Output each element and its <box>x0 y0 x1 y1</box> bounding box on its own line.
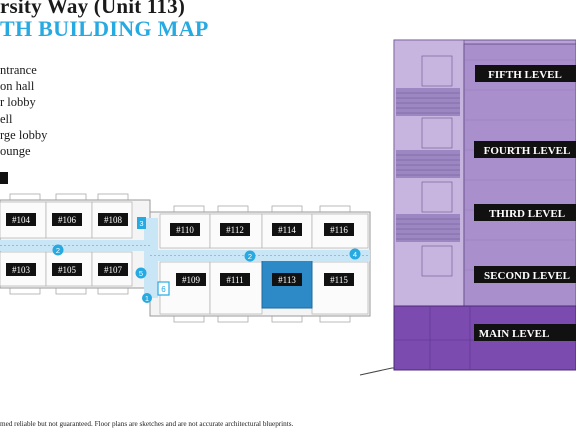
marker-label: 3 <box>139 219 143 228</box>
unit-label: #108 <box>104 215 123 225</box>
level-label: FOURTH LEVEL <box>484 145 571 157</box>
floor-plan: #104 #106 #108 #110 #112 #114 #116 #103 … <box>0 172 371 323</box>
marker-label: 5 <box>139 269 143 278</box>
marker-label: 2 <box>56 246 60 255</box>
legend-item: ell <box>0 111 13 126</box>
unit-label: #115 <box>330 275 348 285</box>
unit-label: #106 <box>58 215 77 225</box>
unit-label: #104 <box>12 215 31 225</box>
level-label: SECOND LEVEL <box>484 270 570 282</box>
legend-item: r lobby <box>0 95 36 110</box>
unit-label: #112 <box>226 225 244 235</box>
legend-swatch <box>0 172 8 184</box>
legend-item: ntrance <box>0 63 37 77</box>
unit-label: #109 <box>182 275 201 285</box>
unit-label: #107 <box>104 265 123 275</box>
location-markers: 1 2 2 3 4 5 6 <box>52 217 361 303</box>
unit-label: #103 <box>12 265 31 275</box>
balconies-bottom <box>9 285 351 323</box>
corridor-left <box>0 240 150 251</box>
marker-label: 2 <box>248 252 252 261</box>
disclaimer: med reliable but not guaranteed. Floor p… <box>0 420 294 428</box>
level-label: THIRD LEVEL <box>489 208 565 220</box>
marker-label: 1 <box>145 294 149 303</box>
legend-item: rge lobby <box>0 127 48 142</box>
unit-labels-bottom: #103 #105 #107 #109 #111 #113 #115 <box>6 263 354 286</box>
unit-label: #114 <box>278 225 296 235</box>
legend-item: on hall <box>0 79 35 94</box>
building-elevation: FIFTH LEVEL FOURTH LEVEL THIRD LEVEL SEC… <box>359 39 576 376</box>
map-subtitle: TH BUILDING MAP <box>0 16 209 41</box>
unit-labels-top: #104 #106 #108 #110 #112 #114 #116 <box>6 213 354 236</box>
unit-label: #113 <box>278 275 296 285</box>
level-label: FIFTH LEVEL <box>488 69 562 81</box>
marker-label: 6 <box>161 285 166 294</box>
corridor-link <box>144 218 158 298</box>
level-labels: FIFTH LEVEL FOURTH LEVEL THIRD LEVEL SEC… <box>474 65 576 341</box>
page-title: rsity Way (Unit 113) <box>0 0 186 18</box>
legend: ntrance on hall r lobby ell rge lobby ou… <box>0 62 47 159</box>
unit-label: #110 <box>176 225 194 235</box>
unit-label: #116 <box>330 225 348 235</box>
legend-item: ounge <box>0 144 31 159</box>
marker-label: 4 <box>353 250 357 259</box>
level-label: MAIN LEVEL <box>479 328 550 340</box>
unit-label: #111 <box>226 275 243 285</box>
unit-label: #105 <box>58 265 77 275</box>
right-wing-rooms <box>159 213 369 315</box>
